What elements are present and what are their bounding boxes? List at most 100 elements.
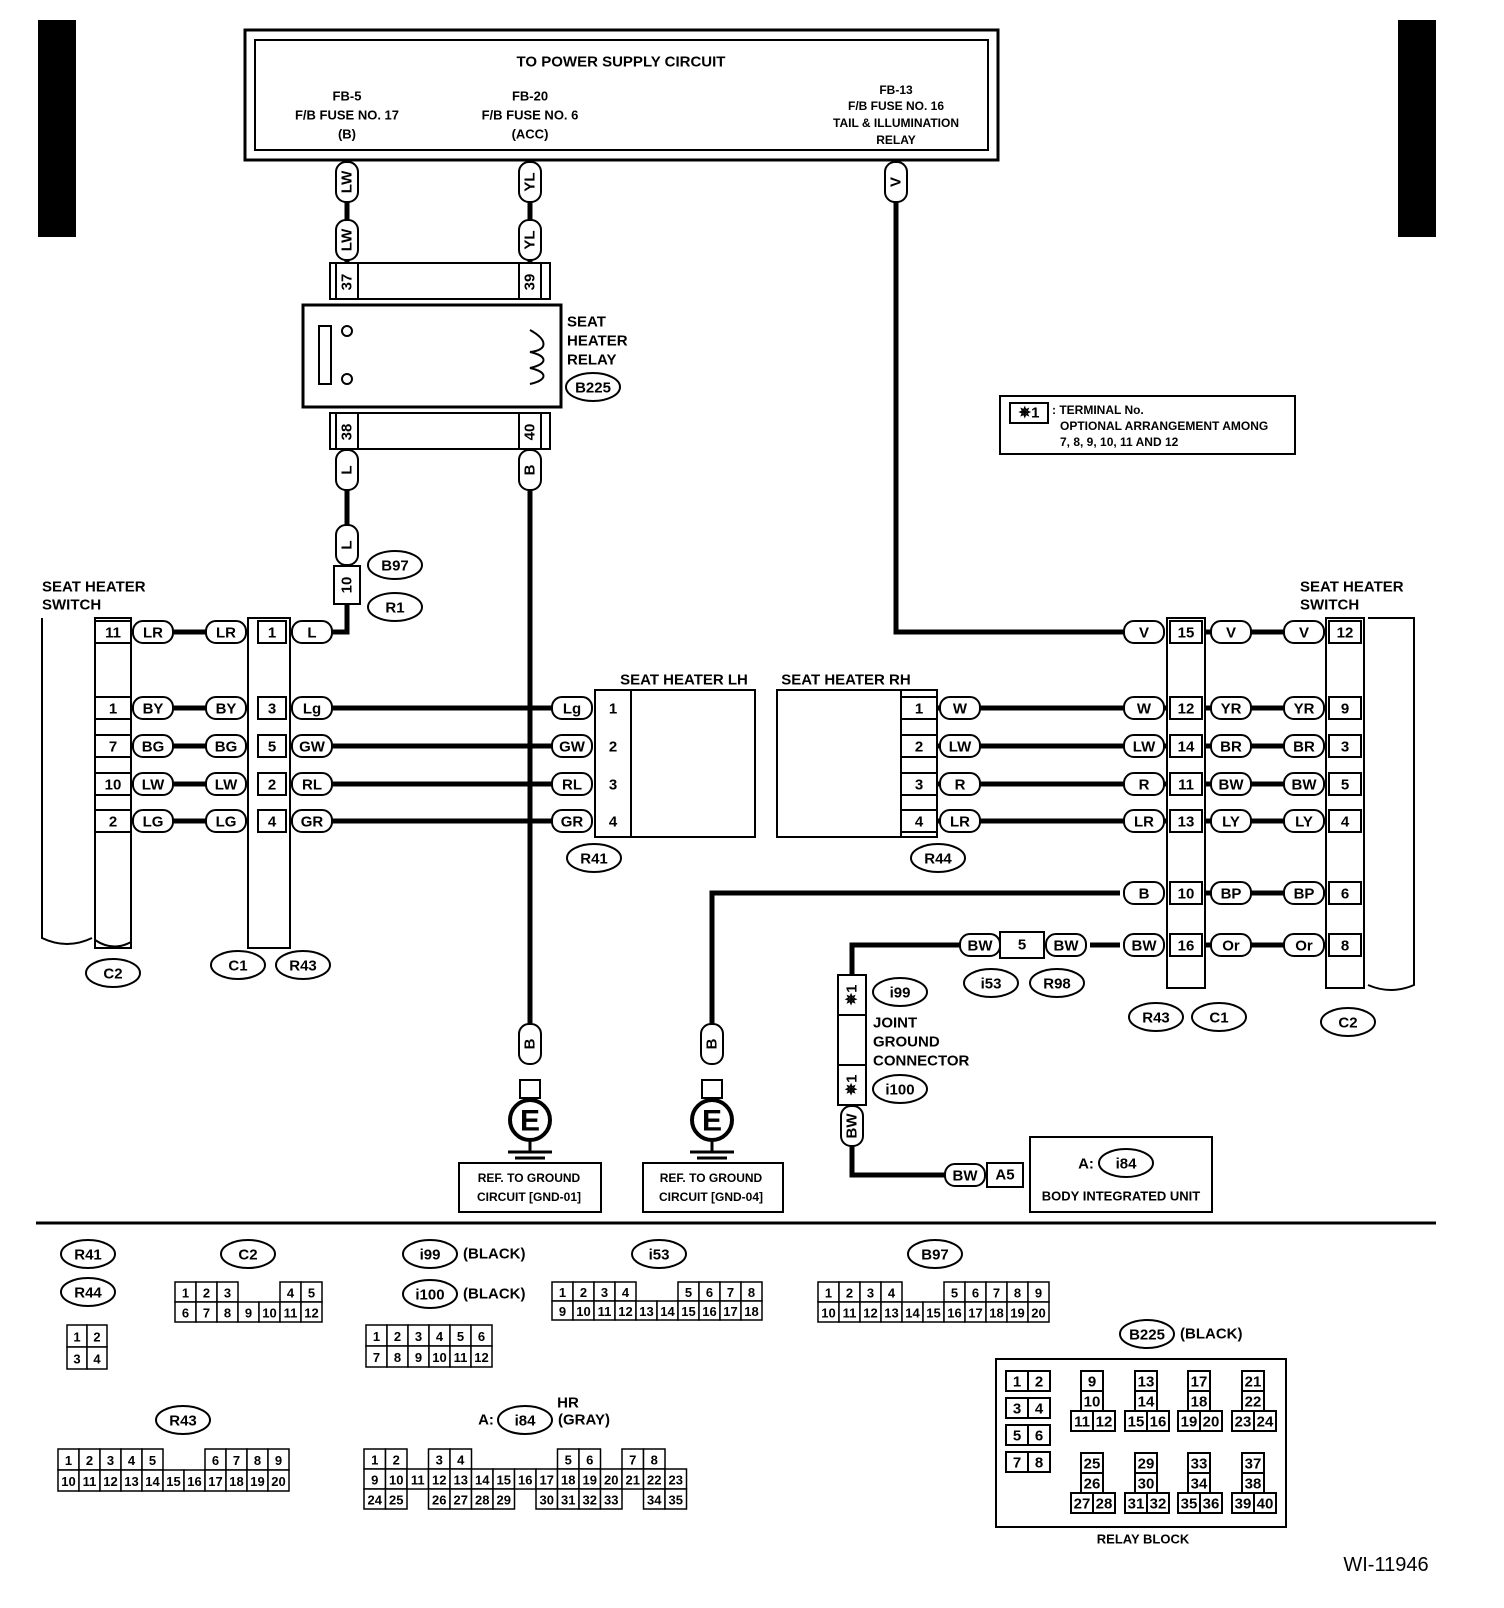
wire-v xyxy=(893,160,1150,635)
face-c2-num: 7 xyxy=(203,1306,210,1321)
c1-pin xyxy=(257,620,287,644)
face-c2-num: 11 xyxy=(284,1306,298,1321)
face-i84-cell xyxy=(384,1488,408,1510)
r43-pin xyxy=(1169,696,1203,720)
code-r1 xyxy=(367,592,423,622)
relay-contact xyxy=(318,325,332,385)
face-code-i99 xyxy=(402,1239,458,1269)
face-b97-num: 10 xyxy=(821,1306,835,1321)
relay-block-cell-text: 30 xyxy=(1138,1476,1155,1493)
gnd04-ref: REF. TO GROUND xyxy=(660,1171,763,1185)
face-i84-num: 20 xyxy=(604,1473,618,1488)
tag-heater-rh-wire xyxy=(939,772,981,796)
face-i84-num: 29 xyxy=(497,1493,511,1508)
relay-block-cell-text: 36 xyxy=(1203,1496,1220,1513)
relay-coil xyxy=(529,329,545,385)
face-b97-num: 7 xyxy=(993,1286,1000,1301)
tag-left-w3-text: Lg xyxy=(303,701,321,718)
tag-right-w3-text: Or xyxy=(1295,938,1313,955)
face-i84-num: 6 xyxy=(586,1453,593,1468)
face-i99-num: 12 xyxy=(474,1350,488,1365)
tag-left-w1 xyxy=(132,734,174,758)
right-switch-body xyxy=(1367,617,1415,991)
relay-block-cell xyxy=(1146,1492,1170,1514)
face-i84-cell xyxy=(599,1488,623,1510)
face-r41-num: 2 xyxy=(93,1330,100,1345)
face-i84-num: 24 xyxy=(368,1493,383,1508)
face-r43-num: 5 xyxy=(149,1453,156,1468)
tag-right-w2 xyxy=(1210,809,1252,833)
relay-block-cell-text: 2 xyxy=(1035,1374,1043,1391)
face-r43-num: 20 xyxy=(271,1474,285,1489)
relay-block-cell xyxy=(1027,1370,1051,1392)
heater-lh-pin-text: 4 xyxy=(609,814,618,831)
left-switch-pin-text: 7 xyxy=(109,739,117,756)
relay-block-cell-text: 12 xyxy=(1096,1414,1113,1431)
tag-heater-lh-wire xyxy=(551,772,593,796)
heater-rh-pin-text: 2 xyxy=(915,739,923,756)
face-i53-num: 13 xyxy=(639,1304,653,1319)
tag-left-w3-text: L xyxy=(307,625,316,642)
code-r98 xyxy=(1029,968,1085,998)
ground-gnd01-symbol xyxy=(508,1098,552,1142)
jgc-body xyxy=(837,1014,867,1066)
face-b97-num: 18 xyxy=(989,1306,1003,1321)
relay-pin-38-text: 38 xyxy=(339,424,356,441)
relay-block-cell-text: 38 xyxy=(1245,1476,1262,1493)
left-switch-pin-text: 10 xyxy=(105,777,122,794)
gnd01-ref: REF. TO GROUND xyxy=(478,1171,581,1185)
heater-lh-label: SEAT HEATER LH xyxy=(620,672,748,689)
face-c2-num: 5 xyxy=(308,1286,315,1301)
face-b97-num: 17 xyxy=(968,1306,982,1321)
tag-lw-top-text: LW xyxy=(339,170,356,193)
right-switch-pin-text: 3 xyxy=(1341,739,1349,756)
code-i100 xyxy=(872,1074,928,1104)
code-r41 xyxy=(566,843,622,873)
heater-rh-pin-text: 1 xyxy=(915,701,923,718)
face-r43-num: 18 xyxy=(229,1474,243,1489)
face-r43-num: 2 xyxy=(86,1453,93,1468)
tag-l-out-text: L xyxy=(339,465,356,474)
tag-right-w2-text: BW xyxy=(1219,777,1245,794)
tag-i53-right xyxy=(1045,933,1087,957)
face-i84-num: 1 xyxy=(371,1453,378,1468)
face-b97-num: 2 xyxy=(846,1286,853,1301)
relay-block-cell-text: 37 xyxy=(1245,1456,1262,1473)
tag-right-w2-text: V xyxy=(1226,625,1236,642)
code-r44 xyxy=(910,843,966,873)
face-i53-num: 17 xyxy=(723,1304,737,1319)
tag-left-w3 xyxy=(291,772,333,796)
code-r98-text: R98 xyxy=(1043,976,1071,993)
relay-block-cell-text: 26 xyxy=(1084,1476,1101,1493)
face-i99-num: 9 xyxy=(415,1350,422,1365)
ground-gnd04-wire-tag xyxy=(700,1023,724,1065)
face-i53-num: 16 xyxy=(702,1304,716,1319)
face-code-i84 xyxy=(497,1405,553,1435)
power-c4-line: FB-13 xyxy=(879,83,913,97)
relay-block-cell-text: 22 xyxy=(1245,1394,1262,1411)
face-r43-num: 13 xyxy=(124,1474,138,1489)
face-code-b97-text: B97 xyxy=(921,1247,949,1264)
page-code-tab-left xyxy=(38,20,76,237)
relay-block-cell-text: 40 xyxy=(1257,1496,1274,1513)
face-b97-num: 20 xyxy=(1031,1306,1045,1321)
tag-left-w1-text: BG xyxy=(142,739,165,756)
relay-block-cell-text: 31 xyxy=(1128,1496,1145,1513)
face-b97-num: 19 xyxy=(1010,1306,1024,1321)
note-mark-box xyxy=(1009,402,1049,424)
face-r41-num: 4 xyxy=(93,1352,101,1367)
tag-heater-lh-wire-text: Lg xyxy=(563,701,581,718)
relay-block-cell-text: 35 xyxy=(1181,1496,1198,1513)
left-switch-label: SWITCH xyxy=(42,597,101,614)
tag-lw-top xyxy=(335,161,359,203)
code-i84-biu-text: i84 xyxy=(1116,1156,1138,1173)
tag-right-w2 xyxy=(1210,772,1252,796)
relay-block-cell xyxy=(1253,1492,1277,1514)
face-code-i53-text: i53 xyxy=(649,1247,670,1264)
face-i99-num: 1 xyxy=(373,1329,380,1344)
face-r43-num: 19 xyxy=(250,1474,264,1489)
face-i84-num: 7 xyxy=(629,1453,636,1468)
right-switch-pin-text: 8 xyxy=(1341,938,1349,955)
face-b97-num: 9 xyxy=(1035,1286,1042,1301)
left-switch-pin-text: 1 xyxy=(109,701,117,718)
